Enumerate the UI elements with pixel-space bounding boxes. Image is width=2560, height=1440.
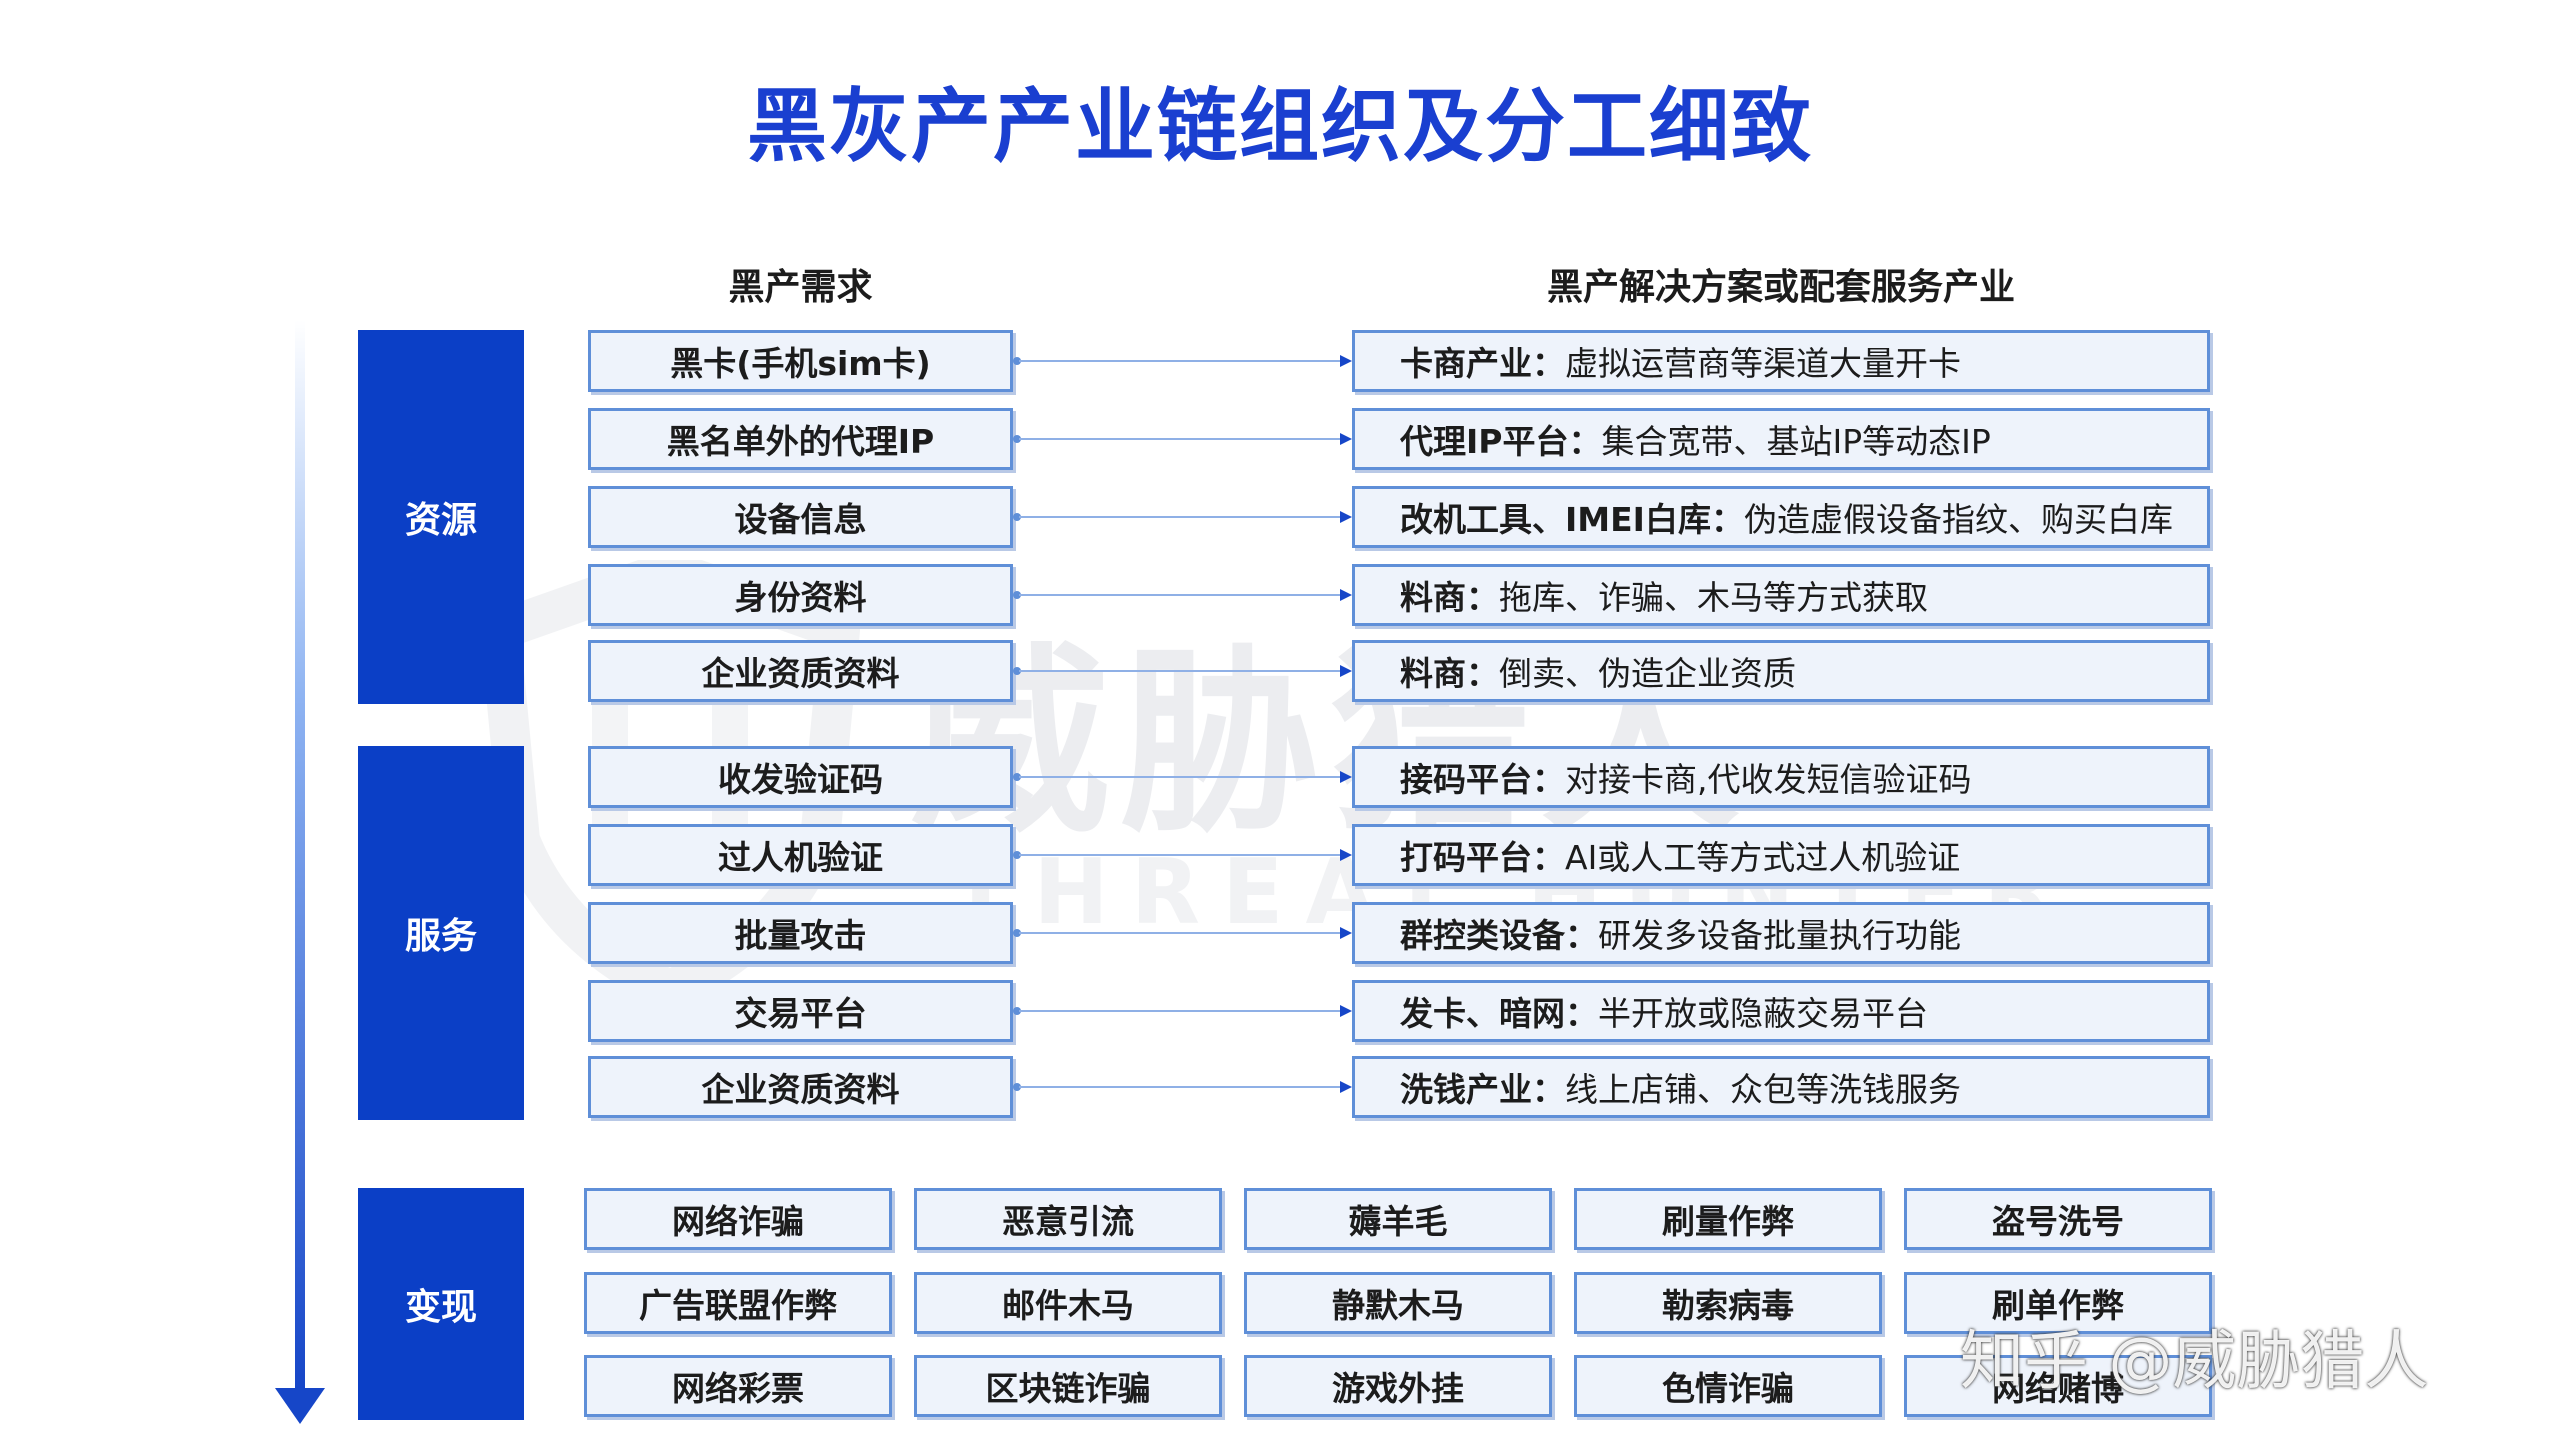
connector-arrow-icon: [1013, 665, 1352, 677]
solution-key: 代理IP平台：: [1400, 422, 1602, 461]
solution-key: 发卡、暗网：: [1400, 994, 1598, 1033]
solution-desc: 研发多设备批量执行功能: [1598, 916, 1961, 955]
flow-down-arrow-icon: [275, 320, 325, 1424]
monetize-item: 盗号洗号: [1904, 1188, 2212, 1250]
monetize-item: 色情诈骗: [1574, 1355, 1882, 1417]
solution-box: 打码平台：AI或人工等方式过人机验证: [1352, 824, 2210, 886]
monetize-item: 区块链诈骗: [914, 1355, 1222, 1417]
solution-box: 群控类设备：研发多设备批量执行功能: [1352, 902, 2210, 964]
monetize-item: 网络赌博: [1904, 1355, 2212, 1417]
solution-key: 改机工具、IMEI白库：: [1400, 500, 1744, 539]
connector-arrow-icon: [1013, 771, 1352, 783]
solution-box: 料商：倒卖、伪造企业资质: [1352, 640, 2210, 702]
monetize-item: 广告联盟作弊: [584, 1272, 892, 1334]
monetize-item: 静默木马: [1244, 1272, 1552, 1334]
solution-box: 卡商产业：虚拟运营商等渠道大量开卡: [1352, 330, 2210, 392]
monetize-item: 薅羊毛: [1244, 1188, 1552, 1250]
solution-box: 改机工具、IMEI白库：伪造虚假设备指纹、购买白库: [1352, 486, 2210, 548]
solution-key: 卡商产业：: [1400, 344, 1565, 383]
need-box: 批量攻击: [588, 902, 1013, 964]
connector-arrow-icon: [1013, 1005, 1352, 1017]
monetize-item: 恶意引流: [914, 1188, 1222, 1250]
monetize-item: 邮件木马: [914, 1272, 1222, 1334]
need-box: 设备信息: [588, 486, 1013, 548]
solution-key: 洗钱产业：: [1400, 1070, 1565, 1109]
need-box: 交易平台: [588, 980, 1013, 1042]
need-box: 过人机验证: [588, 824, 1013, 886]
solution-box: 接码平台：对接卡商,代收发短信验证码: [1352, 746, 2210, 808]
connector-arrow-icon: [1013, 1081, 1352, 1093]
need-box: 黑卡(手机sim卡): [588, 330, 1013, 392]
solution-box: 代理IP平台：集合宽带、基站IP等动态IP: [1352, 408, 2210, 470]
solution-desc: 倒卖、伪造企业资质: [1499, 654, 1796, 693]
solution-desc: AI或人工等方式过人机验证: [1565, 838, 1961, 877]
solution-desc: 伪造虚假设备指纹、购买白库: [1743, 500, 2173, 539]
monetize-item: 网络诈骗: [584, 1188, 892, 1250]
zhihu-attribution: 知乎 @威胁猎人: [1960, 1325, 2429, 1399]
solution-key: 料商：: [1400, 578, 1499, 617]
page-title: 黑灰产产业链组织及分工细致: [747, 80, 1813, 173]
solution-desc: 半开放或隐蔽交易平台: [1598, 994, 1928, 1033]
need-box: 身份资料: [588, 564, 1013, 626]
solution-desc: 线上店铺、众包等洗钱服务: [1565, 1070, 1961, 1109]
need-box: 黑名单外的代理IP: [588, 408, 1013, 470]
solution-key: 群控类设备：: [1400, 916, 1598, 955]
monetize-item: 刷量作弊: [1574, 1188, 1882, 1250]
solution-desc: 拖库、诈骗、木马等方式获取: [1499, 578, 1928, 617]
solution-key: 料商：: [1400, 654, 1499, 693]
need-box: 企业资质资料: [588, 640, 1013, 702]
monetize-item: 游戏外挂: [1244, 1355, 1552, 1417]
monetize-item: 网络彩票: [584, 1355, 892, 1417]
category-resources: 资源: [358, 330, 524, 704]
solution-key: 接码平台：: [1400, 760, 1565, 799]
solution-desc: 虚拟运营商等渠道大量开卡: [1565, 344, 1961, 383]
solution-desc: 集合宽带、基站IP等动态IP: [1601, 422, 1991, 461]
category-monetize: 变现: [358, 1188, 524, 1420]
monetize-item: 勒索病毒: [1574, 1272, 1882, 1334]
connector-arrow-icon: [1013, 433, 1352, 445]
connector-arrow-icon: [1013, 849, 1352, 861]
solution-box: 发卡、暗网：半开放或隐蔽交易平台: [1352, 980, 2210, 1042]
connector-arrow-icon: [1013, 355, 1352, 367]
solution-desc: 对接卡商,代收发短信验证码: [1565, 760, 1972, 799]
connector-arrow-icon: [1013, 589, 1352, 601]
needs-column-header: 黑产需求: [728, 267, 873, 308]
solution-key: 打码平台：: [1400, 838, 1565, 877]
need-box: 企业资质资料: [588, 1056, 1013, 1118]
category-services: 服务: [358, 746, 524, 1120]
need-box: 收发验证码: [588, 746, 1013, 808]
solution-box: 洗钱产业：线上店铺、众包等洗钱服务: [1352, 1056, 2210, 1118]
connector-arrow-icon: [1013, 927, 1352, 939]
solution-box: 料商：拖库、诈骗、木马等方式获取: [1352, 564, 2210, 626]
monetize-item: 刷单作弊: [1904, 1272, 2212, 1334]
connector-arrow-icon: [1013, 511, 1352, 523]
solutions-column-header: 黑产解决方案或配套服务产业: [1546, 267, 2015, 308]
